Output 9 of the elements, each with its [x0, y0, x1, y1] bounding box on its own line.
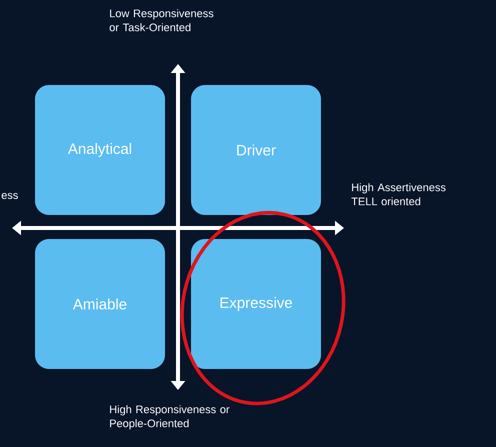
node-label: Expressive [220, 297, 292, 311]
axis-label: ess [2, 193, 18, 199]
axis-label: High Responsiveness or People-Oriented [110, 405, 230, 430]
quadrant-box: Driver [191, 85, 321, 215]
axis-label: High Assertiveness TELL oriented [351, 183, 446, 206]
quadrant-box: Expressive [191, 239, 321, 369]
quadrant-box: Amiable [35, 239, 165, 369]
axis-label: Low Responsiveness or Task-Oriented [110, 9, 214, 32]
quadrant-box: Analytical [35, 85, 165, 215]
